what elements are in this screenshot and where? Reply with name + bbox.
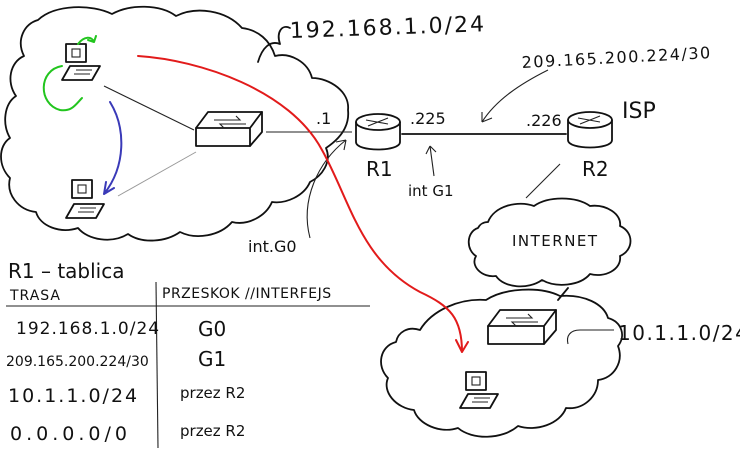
table-header-hop: PRZESKOK //INTERFEJS — [162, 286, 332, 302]
table-row-1-hop: G1 — [198, 347, 226, 371]
r2-addr-wan: .226 — [526, 111, 562, 130]
r1-addr-lan: .1 — [316, 109, 331, 128]
internet-cloud — [467, 197, 632, 288]
laptop-bottom-left — [65, 179, 105, 219]
lan-label-squiggle — [257, 26, 291, 63]
wan-subnet-label: 209.165.200.224/30 — [521, 43, 712, 72]
remote-subnet-label: 10.1.1.0/24 — [618, 321, 740, 345]
laptop-top — [61, 43, 101, 81]
link-laptop2-switch — [117, 151, 197, 197]
blue-path — [103, 101, 123, 195]
interface-g1-label: int G1 — [408, 182, 454, 200]
router-isp-label: ISP — [622, 99, 656, 124]
table-header-route: TRASA — [9, 288, 61, 304]
router-r2-label: R2 — [582, 157, 609, 181]
table-row-1-route: 209.165.200.224/30 — [6, 354, 149, 370]
table-column-divider — [155, 281, 159, 449]
table-row-3-hop: przez R2 — [180, 422, 245, 440]
link-internet-remote — [557, 287, 569, 301]
router-r2 — [567, 111, 613, 149]
interface-g0-label: int.G0 — [248, 237, 297, 256]
link-r2-internet — [525, 163, 561, 199]
link-laptop-switch — [103, 85, 195, 131]
internet-label: INTERNET — [512, 232, 599, 250]
router-r1-label: R1 — [366, 157, 393, 181]
table-row-3-route: 0.0.0.0/0 — [10, 423, 131, 445]
lan-subnet-label: 192.168.1.0/24 — [289, 12, 486, 44]
table-title: R1 – tablica — [8, 259, 125, 283]
g1-pointer — [425, 145, 437, 177]
green-loop-path — [42, 35, 97, 112]
table-row-2-hop: przez R2 — [180, 384, 245, 402]
table-row-0-hop: G0 — [198, 317, 226, 341]
table-row-0-route: 192.168.1.0/24 — [16, 319, 160, 339]
table-row-2-route: 10.1.1.0/24 — [8, 385, 139, 407]
laptop-remote — [459, 371, 499, 409]
lan-cloud — [0, 5, 350, 242]
remote-cloud — [380, 288, 623, 438]
r1-addr-wan: .225 — [410, 109, 446, 128]
remote-switch — [487, 309, 557, 345]
remote-subnet-pointer — [566, 329, 614, 345]
router-r1 — [355, 113, 401, 151]
wan-subnet-arrow — [481, 69, 549, 123]
red-route-path — [137, 55, 469, 353]
lan-switch — [195, 111, 263, 147]
g0-pointer — [306, 139, 347, 239]
